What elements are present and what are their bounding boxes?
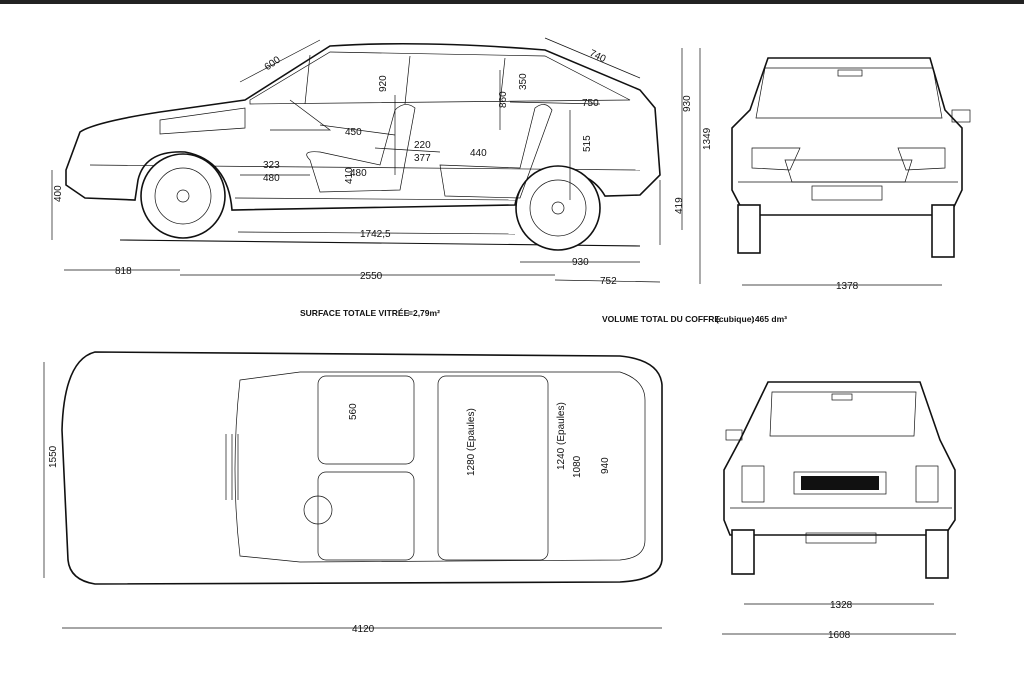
dim-750: 750 [582, 98, 599, 109]
top-border [0, 0, 1024, 4]
dim-752: 752 [600, 276, 617, 287]
dim-1742-5: 1742,5 [360, 229, 391, 240]
dim-440: 440 [470, 148, 487, 159]
dim-818: 818 [115, 266, 132, 277]
dim-480a: 480 [263, 173, 280, 184]
dim-1550: 1550 [48, 445, 59, 468]
dim-1240: 1240 (Epaules) [556, 402, 567, 470]
dim-480b: 480 [350, 168, 367, 179]
dim-600: 600 [263, 54, 283, 73]
dim-220: 220 [414, 140, 431, 151]
dim-920: 920 [378, 75, 389, 92]
side-view-drawing [51, 37, 701, 284]
dim-515: 515 [582, 135, 593, 152]
front-view-drawing [731, 57, 971, 286]
dim-323: 323 [263, 160, 280, 171]
dim-400: 400 [53, 185, 64, 202]
dim-1080: 1080 [572, 455, 583, 478]
trunk-volume-label: VOLUME TOTAL DU COFFRE [602, 314, 720, 324]
dim-1608: 1608 [828, 630, 851, 641]
dim-1378: 1378 [836, 281, 859, 292]
dim-2550: 2550 [360, 271, 383, 282]
dim-1349: 1349 [702, 127, 713, 150]
dim-4120: 4120 [352, 624, 375, 635]
rear-view-drawing [722, 381, 956, 635]
dim-1328: 1328 [830, 600, 853, 611]
top-view-drawing [43, 351, 663, 629]
dim-377: 377 [414, 153, 431, 164]
dim-930-length: 930 [572, 257, 589, 268]
glass-surface-value: =2,79m² [408, 308, 440, 318]
dim-860: 860 [498, 91, 509, 108]
dim-940: 940 [600, 457, 611, 474]
trunk-volume-value: :465 dm³ [752, 314, 787, 324]
dim-560: 560 [348, 403, 359, 420]
dim-350: 350 [518, 73, 529, 90]
dim-419: 419 [674, 197, 685, 214]
dim-450: 450 [345, 127, 362, 138]
glass-surface-label: SURFACE TOTALE VITRÉE [300, 308, 410, 318]
dim-740: 740 [588, 48, 608, 65]
trunk-volume-sub: (cubique) [716, 314, 754, 324]
dim-1280: 1280 (Epaules) [466, 408, 477, 476]
dim-410: 410 [344, 167, 355, 184]
dim-930-height: 930 [682, 95, 693, 112]
